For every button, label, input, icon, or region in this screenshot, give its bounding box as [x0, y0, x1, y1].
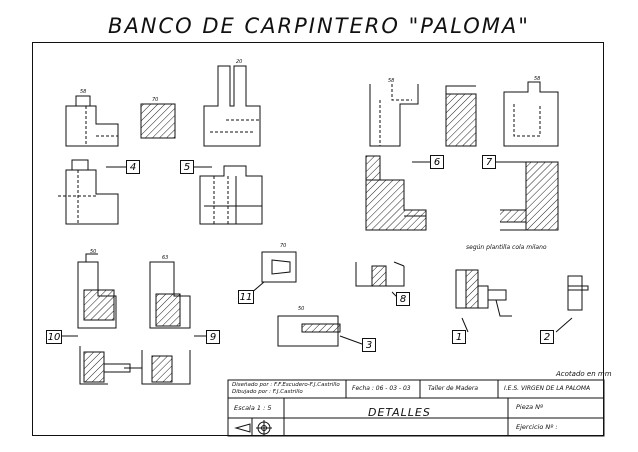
scale-note: Acotado en mm [556, 370, 612, 378]
detail-number-11: 11 [238, 290, 254, 304]
detail-number-9: 9 [206, 330, 220, 344]
detail-number-1: 1 [452, 330, 466, 344]
dovetail-template-note: según plantilla cola milano [466, 244, 547, 251]
workshop-field: Taller de Madera [428, 385, 479, 392]
detail-10-drawing [60, 253, 131, 385]
detail-11-drawing [249, 251, 297, 295]
detail-6-drawing [365, 84, 477, 231]
drawn-by: Dibujado por : F.J.Castrillo [232, 389, 303, 395]
detail-number-3: 3 [362, 338, 376, 352]
detail-number-5: 5 [180, 160, 194, 174]
detail-4-drawing [58, 95, 176, 225]
svg-text:50: 50 [298, 306, 304, 312]
title-block-frame [227, 379, 605, 437]
exercise-number-field: Ejercicio Nº : [516, 423, 558, 431]
detail-3-drawing [277, 315, 363, 347]
authors: Diseñado por : F.F.Escudero-F.J.Castrill… [232, 382, 340, 396]
detail-1-drawing [455, 269, 512, 333]
svg-text:63: 63 [162, 255, 168, 261]
svg-text:58: 58 [388, 78, 394, 84]
svg-text:70: 70 [152, 97, 158, 103]
detail-number-8: 8 [396, 292, 410, 306]
sheet-title: BANCO DE CARPINTERO "PALOMA" [108, 14, 530, 38]
school-field: I.E.S. VIRGEN DE LA PALOMA [504, 385, 591, 392]
detail-number-7: 7 [482, 155, 496, 169]
scale-field: Escala 1 : 5 [234, 404, 272, 412]
drawing-name: DETALLES [368, 406, 431, 419]
svg-text:50: 50 [90, 249, 96, 255]
svg-text:58: 58 [534, 76, 540, 82]
detail-number-6: 6 [430, 155, 444, 169]
date-field: Fecha : 06 - 03 - 03 [352, 385, 411, 392]
detail-number-4: 4 [126, 160, 140, 174]
detail-number-2: 2 [540, 330, 554, 344]
detail-5-drawing [190, 65, 263, 225]
detail-2-drawing [555, 275, 589, 333]
piece-number-field: Pieza Nº [516, 403, 544, 411]
svg-text:70: 70 [280, 243, 286, 249]
detail-9-drawing [124, 261, 212, 385]
designed-by: Diseñado por : F.F.Escudero-F.J.Castrill… [232, 382, 340, 388]
detail-7-drawing [496, 81, 559, 231]
svg-text:58: 58 [80, 89, 86, 95]
svg-text:20: 20 [236, 59, 242, 65]
detail-number-10: 10 [46, 330, 62, 344]
